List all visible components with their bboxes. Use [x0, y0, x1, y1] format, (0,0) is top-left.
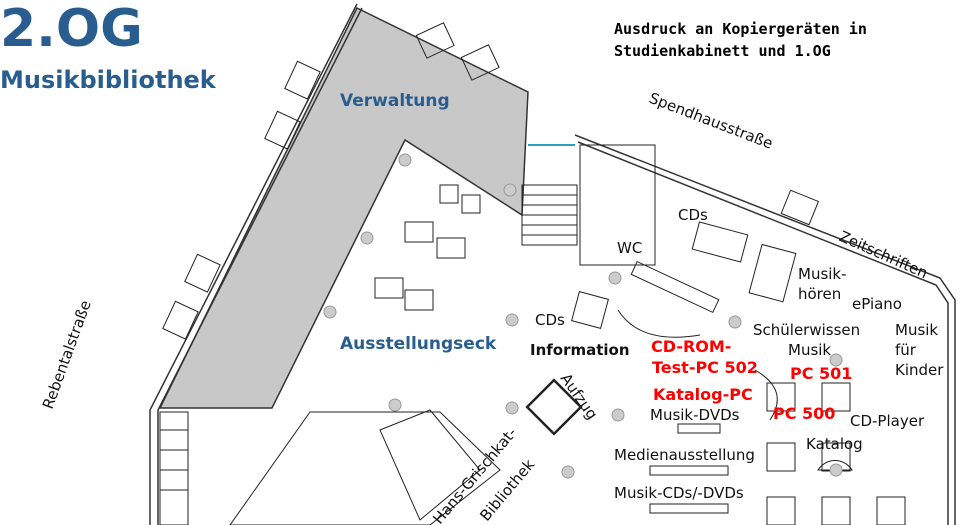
library-subtitle: Musikbibliothek: [0, 66, 217, 94]
label-kinder-musik: Musik: [895, 321, 938, 339]
columns: [323, 153, 843, 479]
label-cd-player: CD-Player: [850, 412, 925, 430]
street-rebentalstrasse: Rebentalstraße: [39, 298, 95, 411]
outer-wall-left: [149, 3, 358, 525]
label-medienausstellung: Medienausstellung: [614, 446, 755, 464]
outer-wall-left-inner: [157, 7, 363, 525]
label-pc502-line1: CD-ROM-: [651, 337, 731, 356]
label-pc502-line2: Test-PC 502: [652, 358, 758, 377]
outer-wall-top-right: [574, 134, 956, 525]
label-schuelerwissen-musik: Musik: [788, 341, 831, 359]
label-epiano: ePiano: [852, 295, 902, 313]
label-kinder-fuer: für: [895, 341, 917, 359]
label-wc: WC: [617, 239, 642, 257]
label-hans-grischkat: Hans-Grischkat-: [429, 424, 520, 525]
label-verwaltung: Verwaltung: [340, 91, 450, 111]
window-bays: [162, 22, 820, 340]
elevator-shaft: [525, 378, 583, 436]
outer-wall-top-right-inner: [577, 141, 949, 525]
label-katalog: Katalog: [806, 435, 863, 453]
floor-title: 2.OG: [0, 0, 143, 59]
label-schuelerwissen: Schülerwissen: [753, 321, 860, 339]
label-ausstellungseck: Ausstellungseck: [340, 334, 497, 354]
stairs: [159, 144, 656, 525]
label-musikhoeren-1: Musik-: [798, 265, 847, 283]
label-musik-dvds: Musik-DVDs: [650, 406, 740, 424]
label-kinder: Kinder: [895, 361, 944, 379]
label-information: Information: [530, 341, 630, 359]
label-aufzug: Aufzug: [557, 370, 602, 423]
label-cds-top: CDs: [678, 206, 708, 224]
label-katalog-pc: Katalog-PC: [653, 385, 753, 404]
label-pc501: PC 501: [790, 364, 852, 383]
label-musikhoeren-2: hören: [798, 285, 841, 303]
label-musik-cds-dvds: Musik-CDs/-DVDs: [614, 484, 744, 502]
label-pc500: PC 500: [773, 404, 835, 423]
shelves: [374, 184, 906, 525]
verwaltung-area: [158, 6, 529, 409]
print-note-line2: Studienkabinett und 1.OG: [614, 42, 831, 60]
label-zeitschriften: Zeitschriften: [836, 227, 930, 282]
label-cds-left: CDs: [535, 311, 565, 329]
print-note-line1: Ausdruck an Kopiergeräten in: [614, 20, 867, 38]
street-spendhausstrasse: Spendhausstraße: [647, 89, 776, 153]
